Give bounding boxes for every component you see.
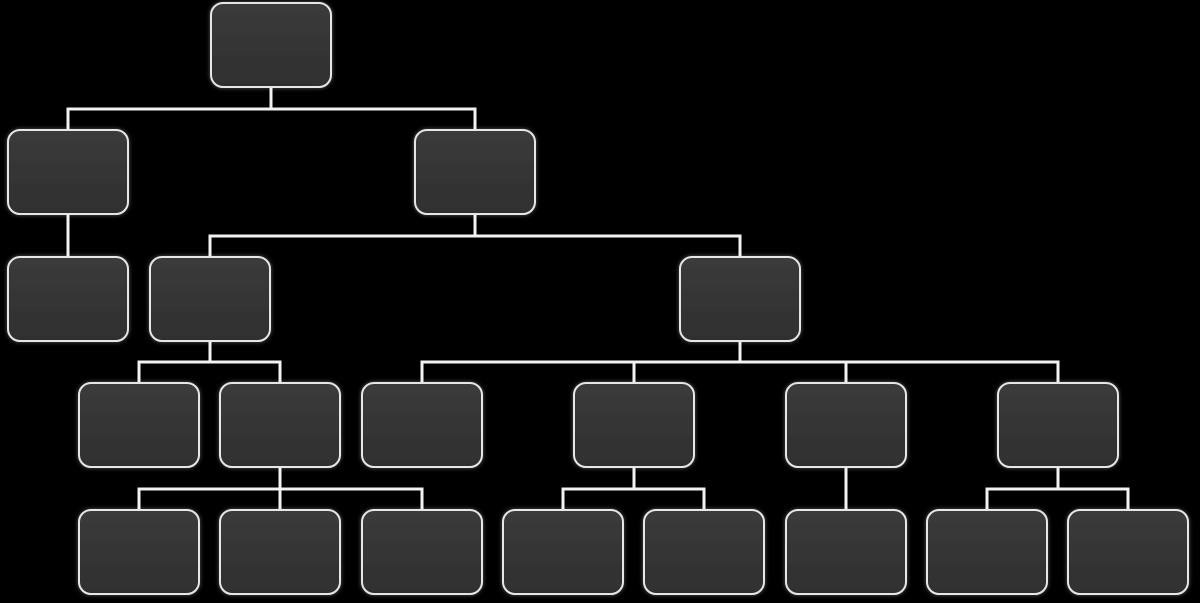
tree-node: [78, 509, 200, 595]
tree-node-box: [573, 382, 695, 468]
tree-node-box: [210, 2, 332, 88]
tree-node-box: [219, 382, 341, 468]
tree-node-box: [997, 382, 1119, 468]
tree-node: [149, 256, 271, 342]
tree-node-box: [149, 256, 271, 342]
nodes-layer: [7, 2, 1189, 595]
edges-layer: [66, 85, 1130, 512]
tree-node: [7, 256, 129, 342]
tree-node-box: [361, 509, 483, 595]
tree-node: [414, 129, 536, 215]
tree-node: [361, 382, 483, 468]
tree-node-box: [7, 256, 129, 342]
tree-node: [361, 509, 483, 595]
tree-node: [502, 509, 624, 595]
tree-node-box: [7, 129, 129, 215]
tree-node: [785, 509, 907, 595]
tree-node: [219, 382, 341, 468]
tree-node-box: [78, 382, 200, 468]
tree-node-box: [643, 509, 765, 595]
tree-node: [643, 509, 765, 595]
tree-node-box: [785, 509, 907, 595]
tree-node: [7, 129, 129, 215]
tree-node-box: [414, 129, 536, 215]
tree-node-box: [926, 509, 1048, 595]
tree-node: [926, 509, 1048, 595]
tree-node: [219, 509, 341, 595]
tree-node-box: [502, 509, 624, 595]
tree-node: [78, 382, 200, 468]
tree-node-box: [679, 256, 801, 342]
tree-node: [785, 382, 907, 468]
tree-node-box: [219, 509, 341, 595]
tree-node-box: [1067, 509, 1189, 595]
tree-node: [1067, 509, 1189, 595]
tree-node-box: [785, 382, 907, 468]
tree-node-box: [78, 509, 200, 595]
tree-node: [997, 382, 1119, 468]
tree-node-box: [361, 382, 483, 468]
tree-node: [679, 256, 801, 342]
tree-node: [210, 2, 332, 88]
tree-node: [573, 382, 695, 468]
